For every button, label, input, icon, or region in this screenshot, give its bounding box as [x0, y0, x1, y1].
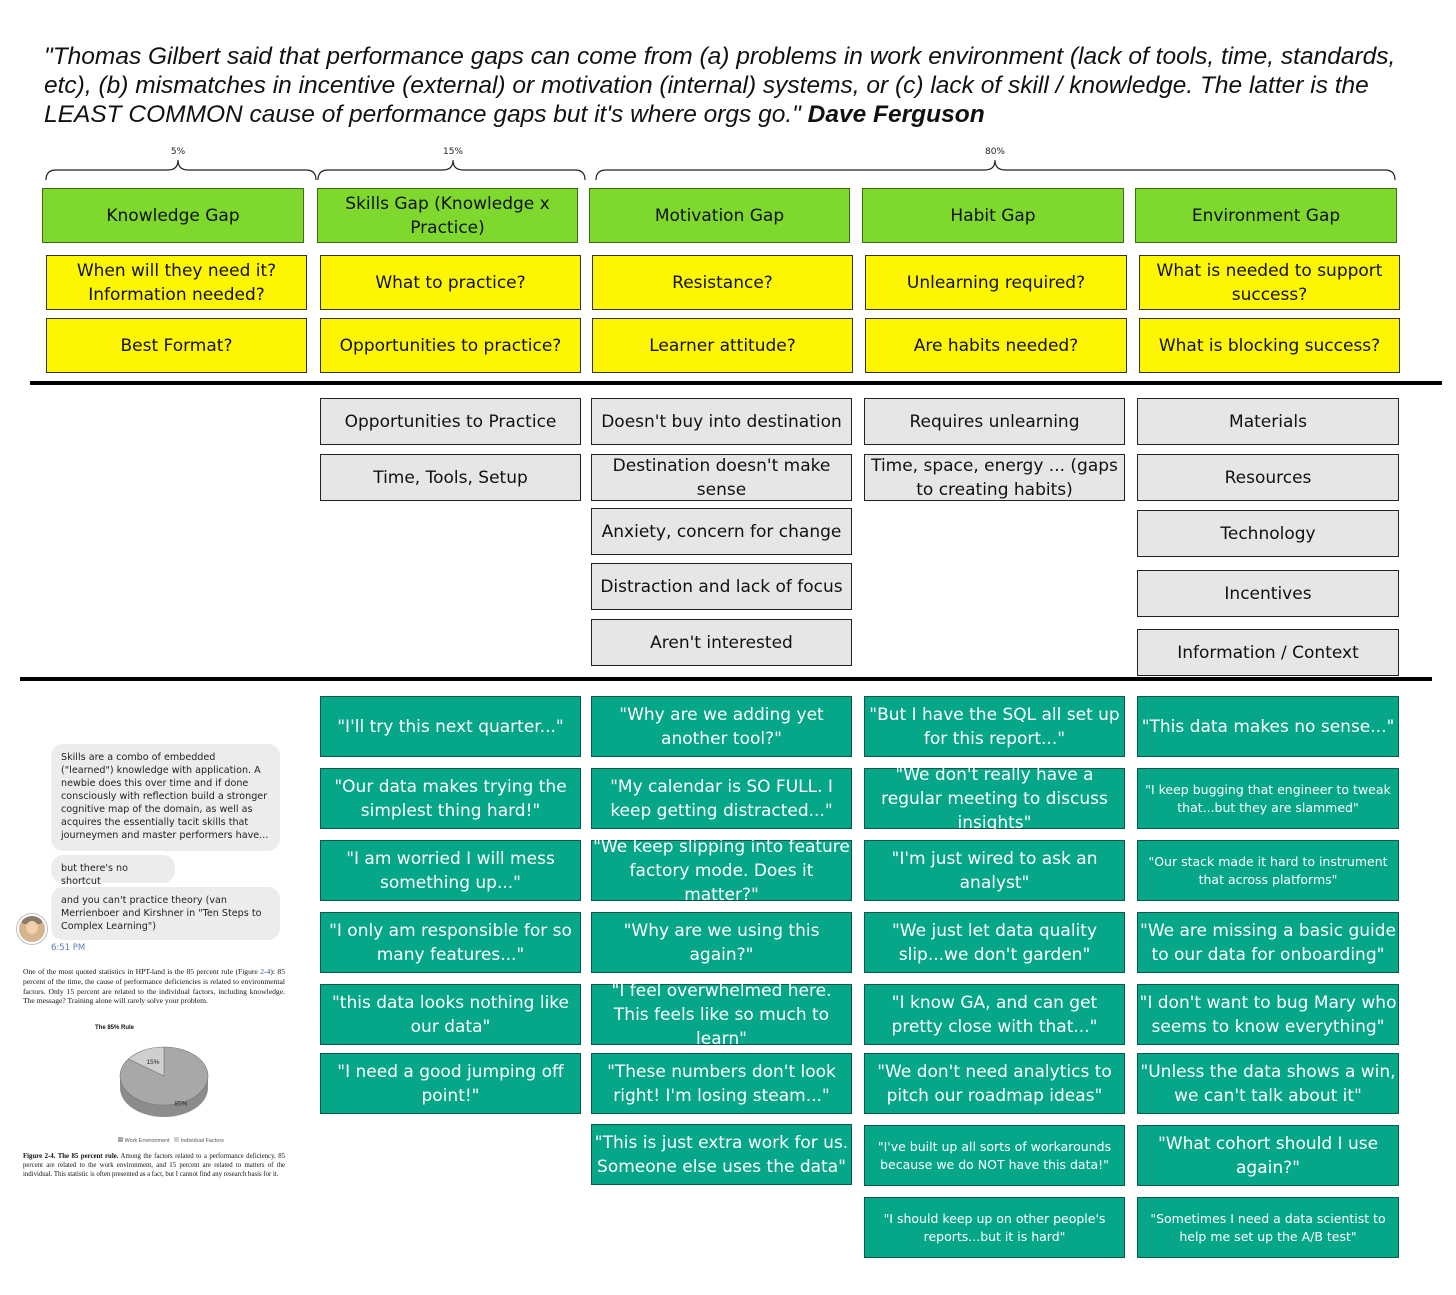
- pie-chart: 85% 15%: [119, 1046, 209, 1117]
- chat-bubble-3: and you can't practice theory (van Merri…: [51, 887, 280, 940]
- question-motivation-2: Learner attitude?: [592, 318, 853, 373]
- quote-card-habit-5: "I know GA, and can get pretty close wit…: [864, 984, 1125, 1045]
- question-knowledge-2: Best Format?: [46, 318, 307, 373]
- barrier-environment-2: Resources: [1137, 454, 1399, 501]
- section-divider-bottom: [20, 677, 1432, 681]
- question-environment-1: What is needed to support success?: [1139, 255, 1400, 310]
- book-paragraph-end: ): 85 percent of the time, the cause of …: [23, 967, 285, 1006]
- quote-card-motivation-4: "Why are we using this again?": [591, 912, 852, 973]
- legend-swatch-work: [118, 1137, 123, 1142]
- barrier-habit-1: Requires unlearning: [864, 398, 1125, 445]
- bracket-label-15: 15%: [442, 147, 463, 157]
- question-habit-2: Are habits needed?: [865, 318, 1127, 373]
- barrier-skills-1: Opportunities to Practice: [320, 398, 581, 445]
- gap-header-skills: Skills Gap (Knowledge x Practice): [317, 188, 578, 243]
- legend-label-individual: Individual Factors: [180, 1138, 224, 1144]
- quote-card-motivation-5: "I feel overwhelmed here. This feels lik…: [591, 981, 852, 1049]
- question-skills-1: What to practice?: [320, 255, 581, 310]
- quote-card-motivation-3: "We keep slipping into feature factory m…: [591, 837, 852, 905]
- quote-card-habit-1: "But I have the SQL all set up for this …: [864, 696, 1125, 757]
- chat-bubble-2: but there's no shortcut: [51, 855, 175, 887]
- legend-swatch-individual: [174, 1137, 180, 1142]
- section-divider-top: [30, 381, 1442, 385]
- quote-card-environment-7: "What cohort should I use again?": [1137, 1125, 1399, 1186]
- pie-label-15: 15%: [147, 1059, 160, 1066]
- bracket-80-percent: [595, 159, 1396, 181]
- barrier-motivation-1: Doesn't buy into destination: [591, 398, 852, 445]
- barrier-motivation-3: Anxiety, concern for change: [591, 508, 852, 555]
- gap-header-environment: Environment Gap: [1135, 188, 1397, 243]
- barrier-motivation-5: Aren't interested: [591, 619, 852, 666]
- book-paragraph: One of the most quoted statistics in HPT…: [23, 967, 285, 1006]
- quote-card-skills-6: "I need a good jumping off point!": [320, 1053, 581, 1114]
- quote-card-habit-3: "I'm just wired to ask an analyst": [864, 840, 1125, 901]
- pie-side: [120, 1076, 208, 1117]
- pie-legend: Work Environment Individual Factors: [118, 1137, 224, 1144]
- quote-card-skills-1: "I'll try this next quarter...": [320, 696, 581, 757]
- bracket-5-percent: [45, 159, 317, 181]
- barrier-environment-5: Information / Context: [1137, 629, 1399, 676]
- barrier-environment-1: Materials: [1137, 398, 1399, 445]
- gap-header-knowledge: Knowledge Gap: [42, 188, 304, 243]
- chat-avatar: [17, 914, 47, 944]
- quote-card-environment-5: "I don't want to bug Mary who seems to k…: [1137, 984, 1399, 1045]
- chat-bubble-1: Skills are a combo of embedded ("learned…: [51, 744, 280, 851]
- book-caption-text: Among the factors related to a performan…: [23, 1153, 286, 1178]
- question-environment-2: What is blocking success?: [1139, 318, 1400, 373]
- quote-card-habit-4: "We just let data quality slip...we don'…: [864, 912, 1125, 973]
- book-paragraph-start: One of the most quoted statistics in HPT…: [23, 967, 261, 976]
- quote-card-habit-6: "We don't need analytics to pitch our ro…: [864, 1053, 1125, 1114]
- quote-card-environment-1: "This data makes no sense...": [1137, 696, 1399, 757]
- barrier-motivation-4: Distraction and lack of focus: [591, 563, 852, 610]
- quote-card-motivation-1: "Why are we adding yet another tool?": [591, 696, 852, 757]
- quote-text: "Thomas Gilbert said that performance ga…: [44, 43, 1396, 128]
- quote-card-environment-2: "I keep bugging that engineer to tweak t…: [1137, 768, 1399, 829]
- quote-card-motivation-6: "These numbers don't look right! I'm los…: [591, 1053, 852, 1114]
- legend-label-work: Work Environment: [124, 1138, 170, 1144]
- quote-card-skills-5: "this data looks nothing like our data": [320, 984, 581, 1045]
- quote-card-environment-3: "Our stack made it hard to instrument th…: [1137, 840, 1399, 901]
- quote-card-skills-2: "Our data makes trying the simplest thin…: [320, 768, 581, 829]
- pie-slice-individual-factors: [127, 1046, 165, 1077]
- pie-label-85: 85%: [174, 1101, 187, 1108]
- quote-card-environment-8: "Sometimes I need a data scientist to he…: [1137, 1197, 1399, 1258]
- quote-card-habit-7: "I've built up all sorts of workarounds …: [864, 1125, 1125, 1186]
- barrier-habit-2: Time, space, energy ... (gaps to creatin…: [864, 454, 1125, 501]
- chat-timestamp: 6:51 PM: [51, 943, 86, 953]
- book-figure-ref: 2-4: [260, 967, 271, 976]
- quote-card-environment-4: "We are missing a basic guide to our dat…: [1137, 912, 1399, 973]
- quote-card-skills-4: "I only am responsible for so many featu…: [320, 912, 581, 973]
- gap-header-habit: Habit Gap: [862, 188, 1124, 243]
- question-habit-1: Unlearning required?: [865, 255, 1127, 310]
- quote-card-motivation-7: "This is just extra work for us. Someone…: [591, 1124, 852, 1185]
- quote-author: Dave Ferguson: [807, 101, 985, 128]
- barrier-skills-2: Time, Tools, Setup: [320, 454, 581, 501]
- quote-card-skills-3: "I am worried I will mess something up..…: [320, 840, 581, 901]
- barrier-environment-4: Incentives: [1137, 570, 1399, 617]
- bracket-label-80: 80%: [984, 147, 1005, 157]
- quote-card-habit-2: "We don't really have a regular meeting …: [864, 765, 1125, 833]
- book-caption: Figure 2-4. The 85 percent rule. Among t…: [23, 1152, 285, 1179]
- question-motivation-1: Resistance?: [592, 255, 853, 310]
- gap-header-motivation: Motivation Gap: [589, 188, 850, 243]
- question-knowledge-1: When will they need it? Information need…: [46, 255, 307, 310]
- quote-card-environment-6: "Unless the data shows a win, we can't t…: [1137, 1053, 1399, 1114]
- book-caption-label: Figure 2-4. The 85 percent rule.: [23, 1153, 119, 1160]
- pie-chart-title: The 85% Rule: [95, 1025, 135, 1031]
- barrier-motivation-2: Destination doesn't make sense: [591, 454, 852, 501]
- bracket-label-5: 5%: [170, 147, 186, 157]
- quote-card-motivation-2: "My calendar is SO FULL. I keep getting …: [591, 768, 852, 829]
- header-quote: "Thomas Gilbert said that performance ga…: [44, 42, 1424, 129]
- bracket-15-percent: [317, 159, 586, 181]
- barrier-environment-3: Technology: [1137, 510, 1399, 557]
- question-skills-2: Opportunities to practice?: [320, 318, 581, 373]
- percentage-brackets: [45, 159, 1396, 181]
- quote-card-habit-8: "I should keep up on other people's repo…: [864, 1197, 1125, 1258]
